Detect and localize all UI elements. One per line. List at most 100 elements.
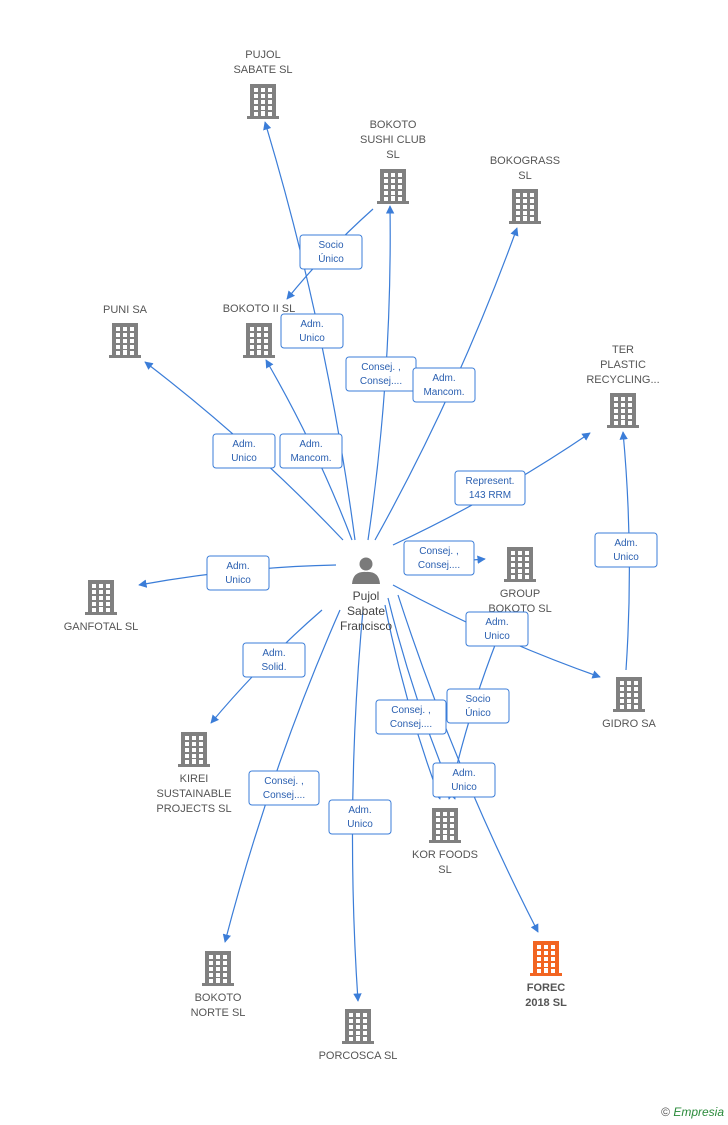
relation-label-text: Socio xyxy=(465,694,490,705)
relation-label[interactable]: Consej. ,Consej.... xyxy=(403,540,475,576)
relation-label[interactable]: Adm.Unico xyxy=(212,433,276,469)
building-icon-base xyxy=(429,840,461,843)
company-node-porcosca[interactable]: PORCOSCA SL xyxy=(319,1009,398,1062)
building-window xyxy=(268,94,272,98)
building-window xyxy=(436,830,440,834)
relation-label[interactable]: Adm.Unico xyxy=(206,555,270,591)
building-window xyxy=(384,173,388,177)
building-icon[interactable] xyxy=(429,808,461,843)
relation-label[interactable]: Consej. ,Consej.... xyxy=(345,356,417,392)
relation-label-text: Unico xyxy=(347,819,373,830)
building-icon[interactable] xyxy=(377,169,409,204)
building-window xyxy=(525,557,529,561)
building-icon[interactable] xyxy=(85,580,117,615)
building-window xyxy=(511,557,515,561)
building-window xyxy=(116,345,120,349)
relation-label[interactable]: Adm.Unico xyxy=(594,532,658,568)
building-window xyxy=(261,88,265,92)
relation-label[interactable]: Adm.Unico xyxy=(280,313,344,349)
building-icon[interactable] xyxy=(202,951,234,986)
relation-label-box xyxy=(280,313,344,349)
building-window xyxy=(450,830,454,834)
building-window xyxy=(356,1031,360,1035)
company-node-gidro[interactable]: GIDRO SA xyxy=(602,677,657,730)
building-window xyxy=(199,742,203,746)
building-window xyxy=(614,403,618,407)
company-name: GIDRO SA xyxy=(602,718,656,730)
building-window xyxy=(628,421,632,425)
building-icon[interactable] xyxy=(509,189,541,224)
building-icon[interactable] xyxy=(342,1009,374,1044)
building-window xyxy=(518,569,522,573)
relation-label[interactable]: Adm.Mancom. xyxy=(412,367,476,403)
building-icon[interactable] xyxy=(247,84,279,119)
relation-label[interactable]: Represent.143 RRM xyxy=(454,470,526,506)
relation-label-text: Adm. xyxy=(262,648,285,659)
building-window xyxy=(99,596,103,600)
building-window xyxy=(209,979,213,983)
relation-label[interactable]: Adm.Solid. xyxy=(242,642,306,678)
building-icon-base xyxy=(504,579,536,582)
building-window xyxy=(530,205,534,209)
building-window xyxy=(356,1019,360,1023)
company-node-puni[interactable]: PUNI SA xyxy=(103,304,148,358)
building-window xyxy=(192,742,196,746)
relation-label-text: Consej.... xyxy=(418,560,460,571)
building-window xyxy=(551,957,555,961)
company-node-ganfotal[interactable]: GANFOTAL SL xyxy=(64,580,139,633)
building-window xyxy=(530,199,534,203)
building-window xyxy=(254,88,258,92)
building-icon[interactable] xyxy=(530,941,562,976)
building-window xyxy=(199,760,203,764)
relation-label[interactable]: Adm.Unico xyxy=(465,611,529,647)
relation-label[interactable]: Consej. ,Consej.... xyxy=(375,699,447,735)
building-window xyxy=(551,951,555,955)
building-window xyxy=(620,687,624,691)
building-icon[interactable] xyxy=(504,547,536,582)
company-name: SL xyxy=(518,170,531,182)
relation-label[interactable]: Adm.Unico xyxy=(328,799,392,835)
building-window xyxy=(264,345,268,349)
building-icon[interactable] xyxy=(607,393,639,428)
building-window xyxy=(628,409,632,413)
company-name: SUSTAINABLE xyxy=(157,788,232,800)
relation-label-text: Consej. , xyxy=(264,776,303,787)
building-window xyxy=(621,397,625,401)
building-window xyxy=(544,951,548,955)
building-icon[interactable] xyxy=(178,732,210,767)
building-window xyxy=(450,818,454,822)
building-icon[interactable] xyxy=(613,677,645,712)
relation-label[interactable]: Adm.Mancom. xyxy=(279,433,343,469)
building-window xyxy=(443,824,447,828)
company-name: BOKOTO xyxy=(370,119,417,131)
building-icon[interactable] xyxy=(243,323,275,358)
building-window xyxy=(443,812,447,816)
building-window xyxy=(516,199,520,203)
relation-label-text: Mancom. xyxy=(423,387,464,398)
building-window xyxy=(209,967,213,971)
relation-label[interactable]: Adm.Unico xyxy=(432,762,496,798)
building-window xyxy=(185,754,189,758)
company-node-ter[interactable]: TERPLASTICRECYCLING... xyxy=(586,344,660,428)
building-door xyxy=(523,216,527,221)
company-node-bokoto2[interactable]: BOKOTO II SL xyxy=(223,303,296,358)
building-window xyxy=(537,945,541,949)
building-window xyxy=(250,345,254,349)
relation-label[interactable]: Consej. ,Consej.... xyxy=(248,770,320,806)
building-door xyxy=(99,607,103,612)
relation-label-text: Único xyxy=(318,252,344,265)
building-window xyxy=(363,1025,367,1029)
building-icon[interactable] xyxy=(109,323,141,358)
